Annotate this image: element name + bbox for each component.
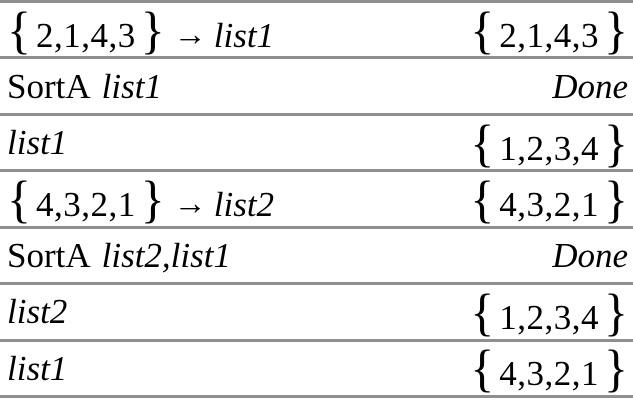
input-expression[interactable]: list1 — [7, 125, 67, 160]
history-row: {4,3,2,1}→list2 {4,3,2,1} — [0, 172, 633, 229]
variable-name: list1 — [7, 348, 68, 388]
brace-close: } — [140, 172, 165, 229]
result-value[interactable]: {4,3,2,1} — [470, 172, 628, 229]
list-values: 2,1,4,3 — [36, 15, 136, 55]
variable-name: list2 — [7, 292, 68, 332]
history-row: {2,1,4,3}→list1 {2,1,4,3} — [0, 3, 633, 60]
brace-open: { — [470, 341, 495, 395]
input-expression[interactable]: {4,3,2,1}→list2 — [7, 172, 275, 229]
variable-name: list1 — [213, 15, 275, 55]
list-values: 4,3,2,1 — [499, 184, 599, 224]
history-row: list2 {1,2,3,4} — [0, 285, 633, 342]
brace-close: } — [604, 172, 628, 229]
brace-open: { — [470, 115, 495, 172]
command-args: list1 — [101, 66, 162, 106]
store-arrow-icon: → — [173, 185, 207, 222]
store-arrow-icon: → — [173, 16, 207, 53]
done-result: Done — [552, 66, 628, 106]
history-row: list1 {1,2,3,4} — [0, 115, 633, 173]
result-value[interactable]: {4,3,2,1} — [470, 341, 628, 395]
brace-close: } — [604, 285, 628, 341]
input-expression[interactable]: list2 — [7, 294, 67, 329]
brace-open: { — [470, 172, 495, 229]
input-expression[interactable]: {2,1,4,3}→list1 — [7, 3, 275, 59]
brace-close: } — [604, 115, 628, 172]
result-value[interactable]: Done — [552, 69, 628, 104]
history-row: list1 {4,3,2,1} — [0, 342, 633, 395]
brace-close: } — [604, 341, 628, 395]
brace-close: } — [140, 3, 165, 59]
brace-open: { — [470, 3, 495, 59]
list-values: 1,2,3,4 — [499, 297, 599, 337]
brace-open: { — [7, 3, 31, 59]
input-expression[interactable]: list1 — [7, 351, 67, 386]
done-result: Done — [552, 235, 628, 275]
result-value[interactable]: Done — [552, 238, 628, 273]
list-values: 1,2,3,4 — [499, 128, 599, 168]
list-values: 2,1,4,3 — [499, 15, 599, 55]
variable-name: list2 — [213, 184, 275, 224]
list-values: 4,3,2,1 — [36, 184, 136, 224]
result-value[interactable]: {1,2,3,4} — [470, 115, 628, 172]
list-values: 4,3,2,1 — [499, 354, 599, 394]
brace-close: } — [604, 3, 628, 59]
command-name: SortA — [7, 66, 91, 106]
result-value[interactable]: {2,1,4,3} — [470, 3, 628, 59]
result-value[interactable]: {1,2,3,4} — [470, 285, 628, 341]
brace-open: { — [7, 172, 31, 229]
brace-open: { — [470, 285, 495, 341]
command-name: SortA — [7, 235, 91, 275]
variable-name: list1 — [7, 123, 68, 163]
command-args: list2,list1 — [101, 235, 231, 275]
